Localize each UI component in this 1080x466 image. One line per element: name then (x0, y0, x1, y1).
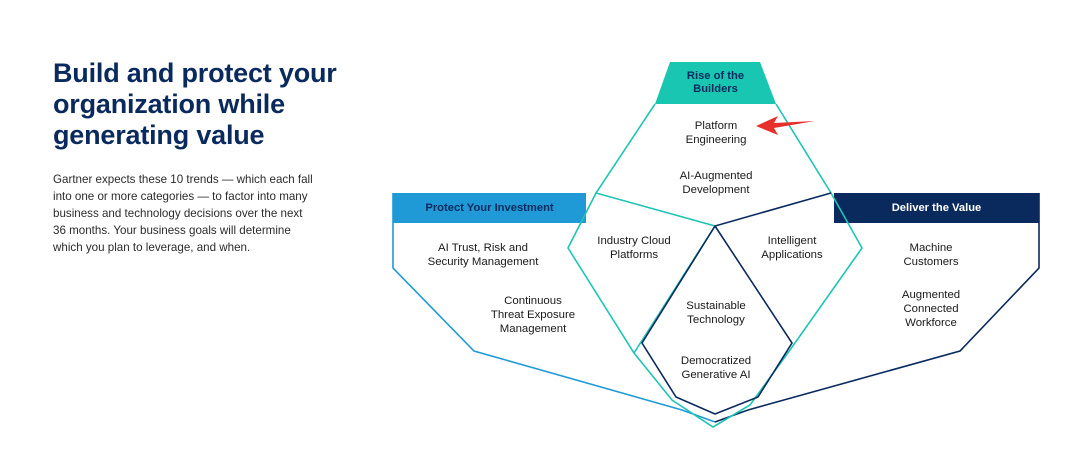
deliver-header: Deliver the Value (834, 193, 1039, 223)
header-line: Rise of the (686, 70, 745, 82)
intro-line: Gartner expects these 10 trends — which … (53, 173, 313, 186)
builders-header-bar (655, 62, 776, 104)
trend-democratized-generative-ai: Democratized Generative AI (681, 354, 751, 382)
title-line: organization while (53, 89, 285, 119)
header-line: Builders (693, 83, 738, 95)
trend-label-line: Management (499, 323, 567, 335)
trend-machine-customers: Machine Customers (903, 241, 958, 269)
trend-label-line: Machine (909, 242, 953, 254)
sustainable-outline (641, 192, 832, 415)
intro-line: into one or more categories — to factor … (53, 190, 308, 203)
trend-ctem: Continuous Threat Exposure Management (491, 294, 575, 336)
builders-region-outline (567, 103, 863, 428)
header-line: Protect Your Investment (425, 201, 554, 214)
trend-label-line: Threat Exposure (490, 309, 576, 321)
trend-industry-cloud-platforms: Industry Cloud Platforms (597, 234, 670, 262)
trend-label-line: Intelligent (767, 235, 817, 247)
trend-label-line: AI-Augmented (679, 170, 753, 182)
arrow-icon (756, 116, 815, 135)
intro-line: which you plan to leverage, and when. (53, 241, 251, 254)
trend-label-line: Augmented (901, 289, 961, 301)
title-line: Build and protect your (53, 58, 337, 88)
deliver-header-bar (834, 193, 1039, 223)
trend-sustainable-technology: Sustainable Technology (686, 299, 746, 327)
trend-label-line: Development (682, 184, 750, 196)
header-line: Deliver the Value (891, 201, 982, 214)
trend-label-line: Democratized (680, 355, 752, 367)
trend-label-line: Industry Cloud (597, 235, 671, 247)
trend-label-line: Continuous (504, 295, 562, 307)
protect-header: Protect Your Investment (393, 193, 586, 223)
trend-label-line: Platforms (609, 249, 659, 261)
title-line: generating value (53, 120, 265, 150)
trend-ai-trism: AI Trust, Risk and Security Management (428, 241, 539, 269)
trend-label-line: Platform (694, 120, 738, 132)
intro-line: business and technology decisions over t… (53, 207, 303, 220)
protect-header-bar (393, 193, 586, 223)
intro-line: 36 months. Your business goals will dete… (53, 224, 291, 237)
trend-label-line: Sustainable (686, 300, 746, 312)
industry-cloud-outline (595, 192, 717, 354)
trend-label-line: Engineering (685, 134, 747, 146)
trend-label-line: Applications (761, 249, 823, 261)
trend-augmented-connected-workforce: Augmented Connected Workforce (902, 288, 960, 330)
trend-label-line: Security Management (427, 256, 539, 268)
trend-label-line: Connected (903, 303, 959, 315)
page-title: Build and protect your organization whil… (53, 58, 383, 151)
trend-label-line: Workforce (905, 317, 957, 329)
trend-label-line: AI Trust, Risk and (438, 242, 528, 254)
trend-intelligent-applications: Intelligent Applications (761, 234, 822, 262)
trend-platform-engineering: Platform Engineering (686, 119, 747, 147)
trend-label-line: Technology (687, 314, 745, 326)
intro-paragraph: Gartner expects these 10 trends — which … (53, 171, 353, 256)
deliver-region-outline (714, 193, 1040, 423)
trend-label-line: Customers (903, 256, 959, 268)
trend-label-line: Generative AI (681, 369, 751, 381)
trend-ai-augmented-development: AI-Augmented Development (680, 169, 753, 197)
